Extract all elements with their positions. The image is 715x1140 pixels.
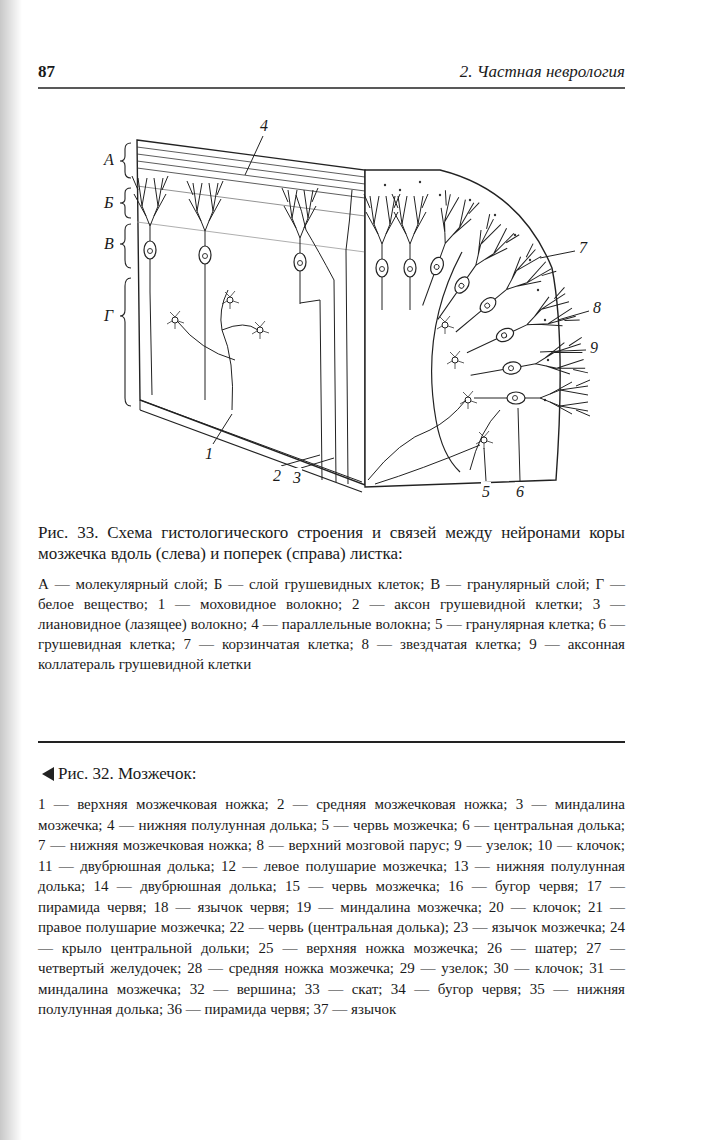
figure-key: 1 — верхняя мозжечковая ножка; 2 — средн… [38, 794, 625, 1020]
callout-number: 7 [578, 238, 588, 257]
page-number: 87 [38, 62, 55, 82]
callout-number: 4 [259, 116, 269, 135]
callout-number: 9 [589, 338, 599, 357]
callout-number: 6 [515, 482, 525, 501]
layer-letter: А [104, 150, 114, 169]
running-head: 2. Частная неврология [330, 62, 625, 82]
callout-number: 3 [292, 468, 302, 487]
layer-letter: Г [104, 306, 113, 325]
figure-caption: Рис. 32. Мозжечок: [58, 764, 196, 784]
callout-number: 2 [272, 466, 282, 485]
layer-letter: В [104, 234, 114, 253]
callout-number: 1 [204, 444, 214, 463]
figure-caption: Рис. 33. Схема гистологического строения… [38, 522, 625, 564]
callout-number: 5 [481, 482, 491, 501]
layer-letter: Б [104, 193, 113, 212]
callout-number: 8 [592, 298, 602, 317]
figure-key: А — молекулярный слой; Б — слой грушевид… [38, 574, 625, 674]
